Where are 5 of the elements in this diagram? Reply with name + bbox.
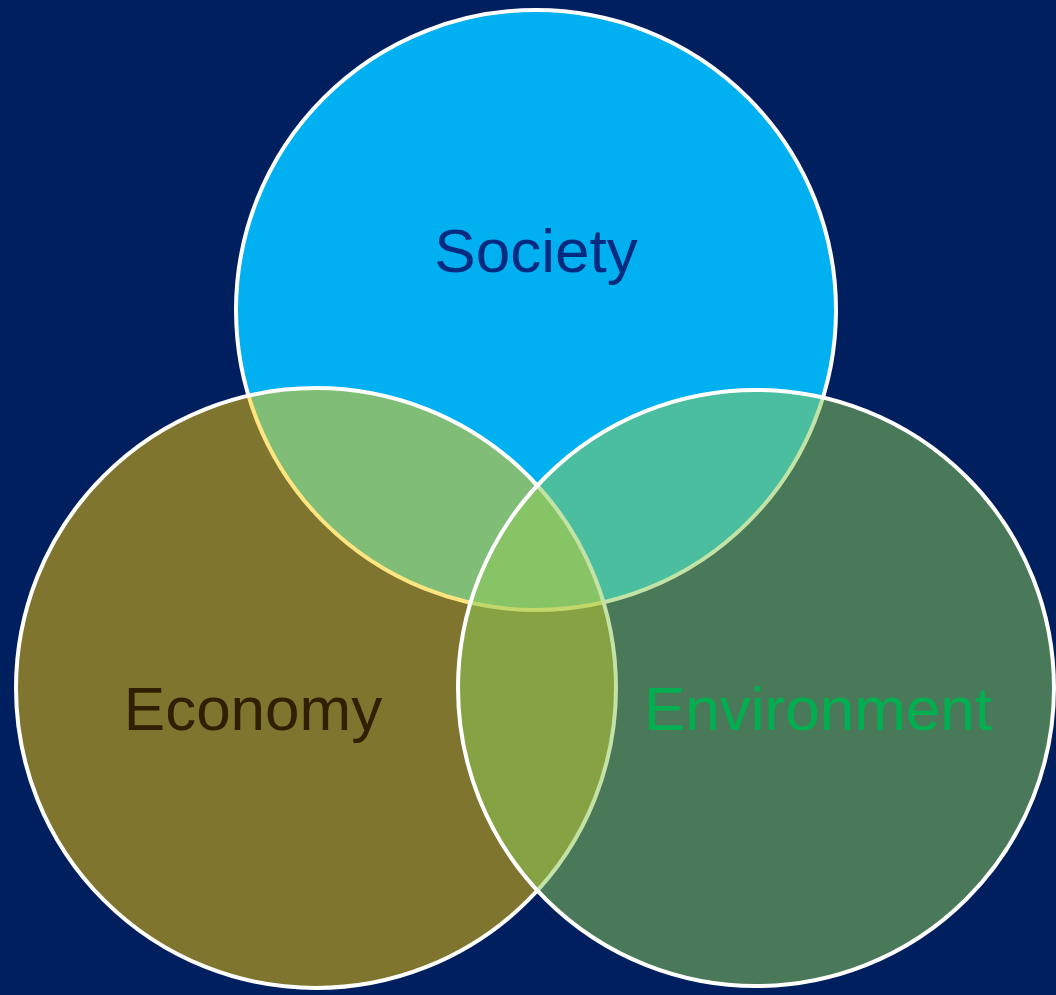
venn-circle <box>234 8 838 612</box>
set-label: Environment <box>643 672 993 744</box>
set-label: Society <box>434 214 638 286</box>
set-label: Economy <box>123 672 383 744</box>
venn-circle <box>456 388 1056 988</box>
